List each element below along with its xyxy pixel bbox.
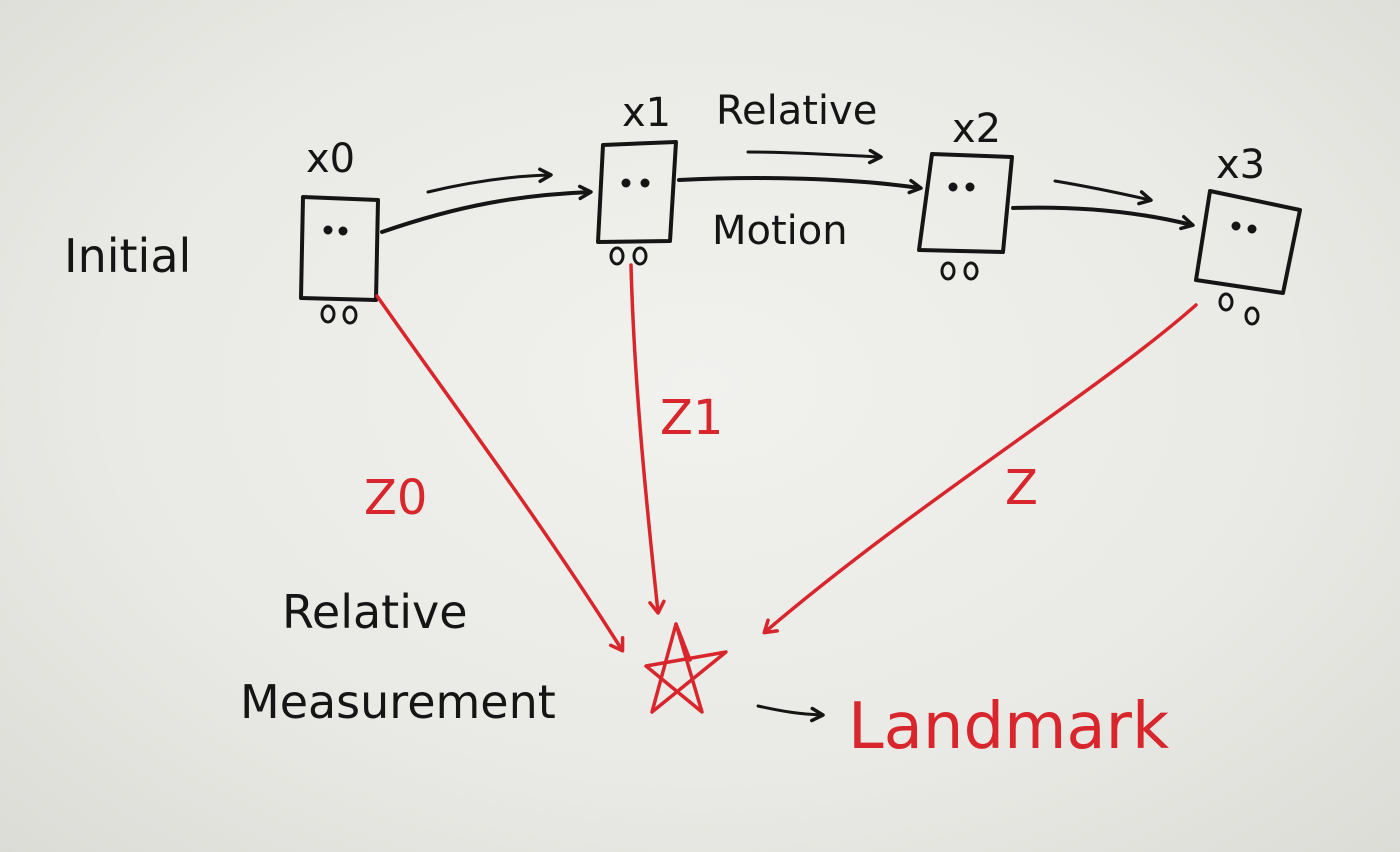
robot-x1 [596, 140, 678, 266]
edge-z0 [375, 294, 625, 653]
robot-x2 [917, 152, 1014, 281]
pose-label-x0: x0 [306, 136, 355, 182]
measurement-edges [375, 263, 1198, 653]
robot-x3 [1194, 189, 1302, 326]
motion-edges [380, 176, 1195, 234]
edge-z1 [629, 263, 666, 615]
label-relative-motion-line2: Motion [712, 208, 848, 254]
pose-label-x1: x1 [622, 90, 671, 136]
edge-z3 [762, 303, 1198, 635]
label-relative-motion-line1: Relative [716, 88, 877, 134]
edge-x0-x1 [380, 184, 593, 234]
label-relative-measurement-line1: Relative [282, 585, 468, 639]
label-relative-measurement-line2: Measurement [240, 675, 556, 729]
label-landmark: Landmark [848, 690, 1169, 764]
edge-x2-x3 [1011, 205, 1195, 231]
label-initial: Initial [64, 229, 191, 283]
pose-label-x3: x3 [1216, 142, 1265, 188]
pose-label-x2: x2 [952, 106, 1001, 152]
edge-x1-x2 [677, 176, 923, 195]
measurement-label-z1: Z1 [660, 390, 723, 446]
robot-x0 [299, 195, 380, 325]
direction-arrows [426, 148, 1153, 723]
landmark-star-icon [644, 622, 728, 714]
measurement-label-z0: Z0 [364, 470, 427, 526]
measurement-label-z3: Z [1005, 460, 1038, 516]
